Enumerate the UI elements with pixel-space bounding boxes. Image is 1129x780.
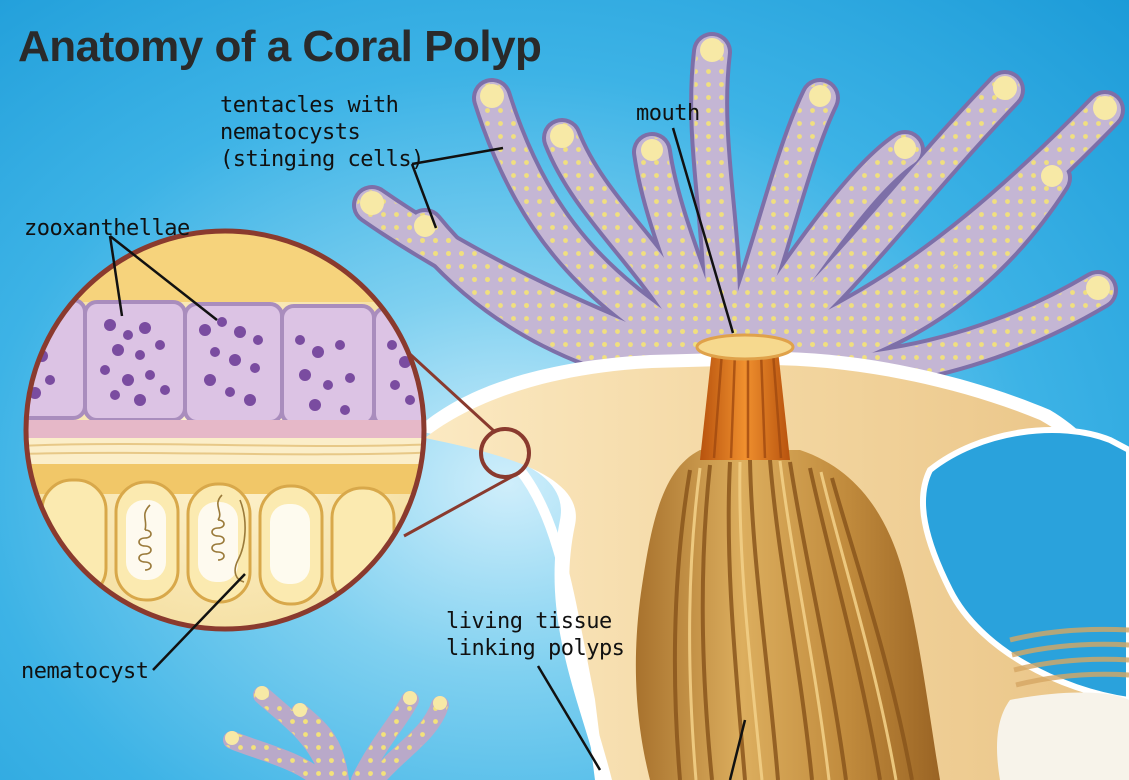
pharynx: [697, 335, 793, 460]
magnified-inset: [0, 230, 466, 630]
small-polyp: [225, 686, 447, 780]
label-tentacles-line1: tentacles with: [220, 92, 398, 119]
label-mouth: mouth: [636, 100, 700, 127]
label-nematocyst: nematocyst: [21, 658, 148, 685]
label-tentacles-line2: nematocysts: [220, 119, 360, 146]
label-tentacles-line3: (stinging cells): [220, 146, 424, 173]
diagram-title: Anatomy of a Coral Polyp: [18, 22, 541, 72]
label-zooxanthellae: zooxanthellae: [24, 215, 190, 242]
label-living-tissue-line1: living tissue: [446, 608, 612, 635]
label-living-tissue-line2: linking polyps: [446, 635, 624, 662]
